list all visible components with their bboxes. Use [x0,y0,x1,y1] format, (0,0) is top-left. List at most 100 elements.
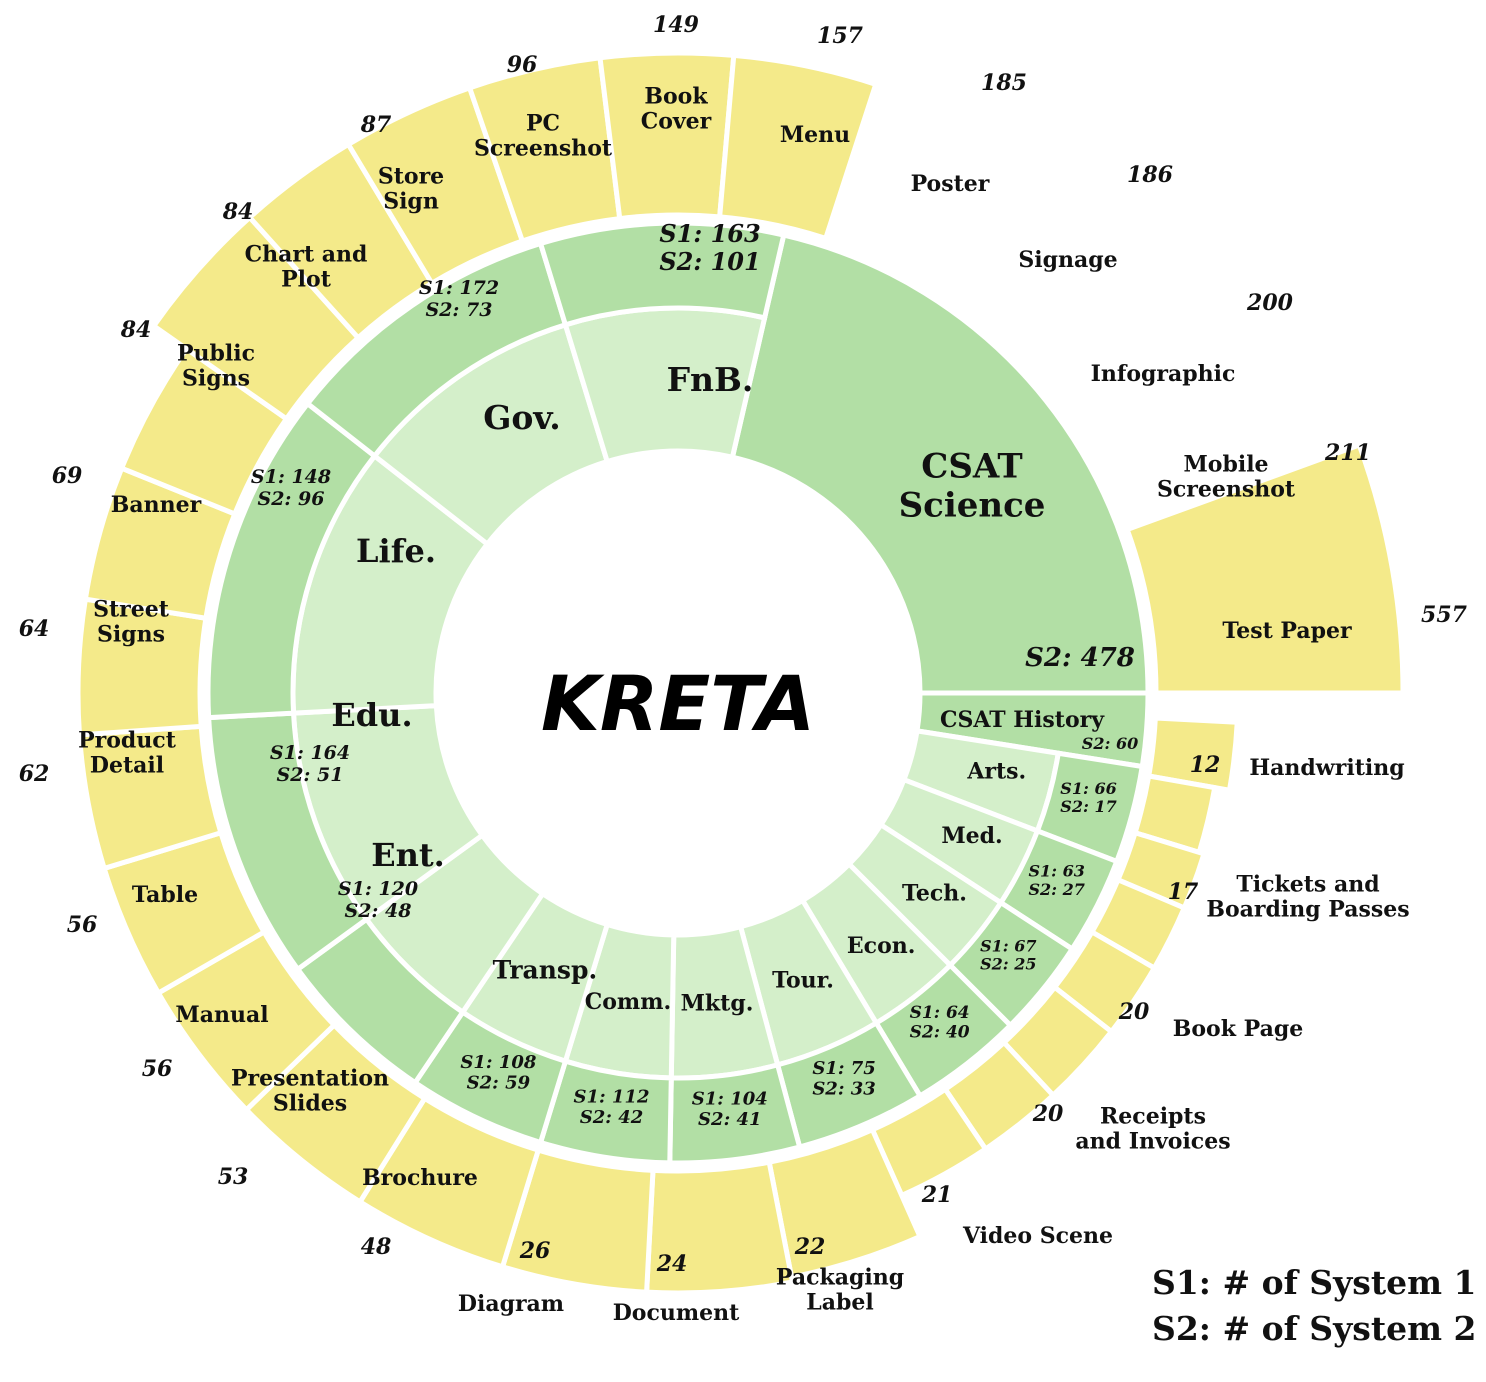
count-econ-line: S2: 40 [910,1023,970,1043]
label-csat-history: CSAT History [940,707,1105,733]
label-signage-line: Signage [1018,247,1117,273]
count-presentation-slides: 53 [218,1164,249,1190]
count-edu-line: S1: 164 [270,742,350,764]
count-mobile-screenshot: 211 [1324,440,1371,466]
count-med-line: S1: 63 [1028,862,1084,881]
label-receipts-and-invoices-line: and Invoices [1075,1129,1230,1155]
label-gov: Gov. [483,398,561,437]
count-manual: 56 [142,1056,173,1082]
label-med: Med. [941,823,1002,849]
count-diagram: 26 [519,1238,551,1264]
count-brochure: 48 [361,1234,392,1260]
count-menu: 157 [817,23,864,49]
count-street-signs: 64 [19,616,50,642]
count-test-paper-line: 557 [1421,602,1468,628]
label-tech-line: Tech. [902,881,967,907]
count-comm-line: S2: 42 [580,1107,643,1128]
count-mktg-line: S2: 41 [698,1109,761,1130]
count-arts-line: S2: 17 [1060,797,1116,816]
label-life: Life. [356,532,436,570]
count-csat-history: S2: 60 [1082,734,1138,753]
count-receipts-and-invoices-line: 20 [1032,1101,1064,1127]
count-presentation-slides-line: 53 [218,1164,249,1190]
count-banner-line: 69 [52,463,83,489]
count-chart-and-plot-line: 84 [222,199,254,225]
segment-test-paper [1123,441,1406,696]
label-infographic-line: Infographic [1091,361,1236,387]
label-pc-screenshot-line: Screenshot [474,136,613,162]
count-book-page-line: 20 [1118,999,1150,1025]
label-menu-line: Menu [780,122,850,148]
count-handwriting: 12 [1190,752,1221,778]
label-econ: Econ. [847,933,916,959]
center-title: KRETA [541,659,815,748]
label-product-detail-line: Detail [90,753,164,779]
count-fnb-line: S2: 101 [659,247,760,276]
count-tour-line: S1: 75 [812,1058,875,1079]
label-csat-science-line: CSAT [921,446,1022,486]
label-csat-science-line: Science [899,486,1046,526]
label-transp-line: Transp. [493,955,598,984]
label-handwriting-line: Handwriting [1249,755,1404,781]
count-infographic: 200 [1246,290,1294,316]
count-ent-line: S2: 48 [344,900,411,922]
label-arts-line: Arts. [966,758,1026,784]
count-tickets-and-boarding-passes-line: 17 [1168,879,1199,905]
label-document: Document [613,1300,740,1326]
count-signage: 186 [1127,162,1173,188]
count-receipts-and-invoices: 20 [1032,1101,1064,1127]
outer-ring [75,50,1406,1296]
legend-s2: S2: # of System 2 [1152,1309,1477,1348]
count-arts-line: S1: 66 [1060,779,1116,798]
count-pc-screenshot: 96 [507,52,538,78]
label-ent-line: Ent. [371,836,445,874]
label-product-detail-line: Product [78,727,177,753]
count-manual-line: 56 [142,1056,173,1082]
label-test-paper-line: Test Paper [1222,618,1352,644]
label-fnb-line: FnB. [667,360,754,399]
count-store-sign: 87 [360,112,392,138]
count-transp-line: S1: 108 [460,1052,536,1073]
label-receipts-and-invoices-line: Receipts [1100,1103,1206,1129]
count-public-signs: 84 [120,317,152,343]
label-chart-and-plot-line: Chart and [245,241,368,267]
segment-infographic [597,50,737,222]
label-med-line: Med. [941,823,1002,849]
count-econ-line: S1: 64 [910,1003,970,1023]
legend-s1: S1: # of System 1 [1152,1263,1477,1302]
count-mktg-line: S1: 104 [692,1088,768,1109]
count-video-scene-line: 21 [921,1182,953,1208]
segment-csat-science [729,232,1151,696]
count-diagram-line: 26 [519,1238,551,1264]
count-tech-line: S1: 67 [980,936,1036,955]
count-table-line: 56 [67,912,98,938]
count-fnb-line: S1: 163 [659,219,760,248]
label-mktg-line: Mktg. [681,991,754,1017]
label-comm: Comm. [585,989,671,1015]
count-book-cover: 149 [653,12,699,38]
count-poster: 185 [981,70,1027,96]
count-banner: 69 [52,463,83,489]
label-signage: Signage [1018,247,1117,273]
label-table: Table [132,882,198,908]
count-video-scene: 21 [921,1182,953,1208]
count-document-line: 24 [656,1251,688,1277]
label-infographic: Infographic [1091,361,1236,387]
